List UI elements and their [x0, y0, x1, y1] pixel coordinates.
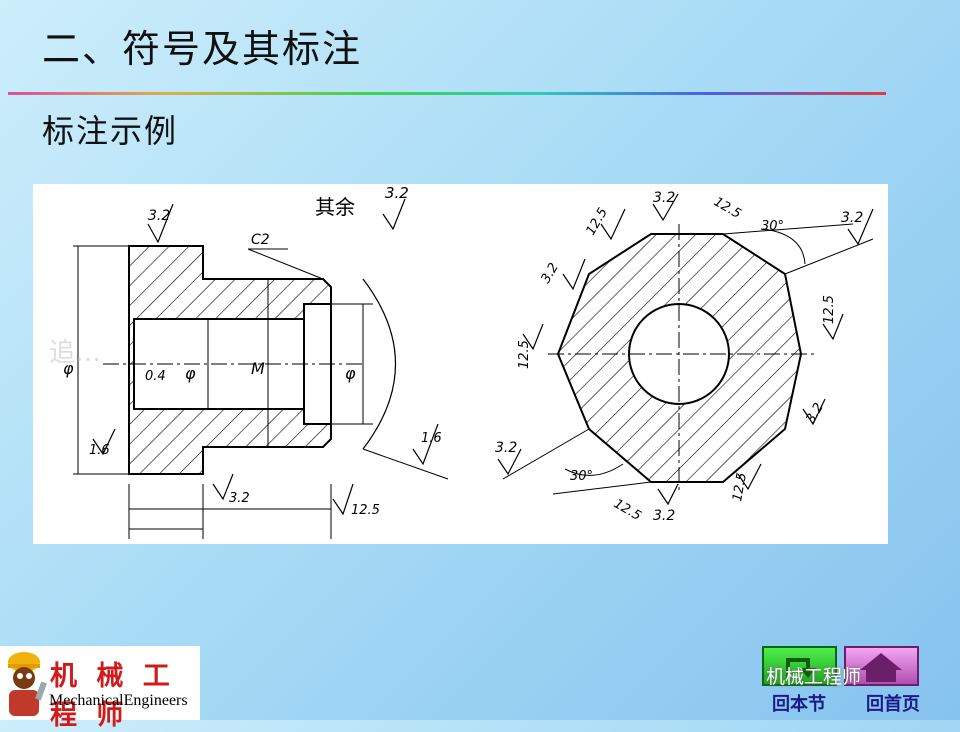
roughness-label: 1.6: [89, 443, 110, 458]
angle-label: 30°: [761, 219, 784, 234]
right-roughness-label: 3.2: [653, 508, 675, 524]
right-roughness-label: 3.2: [841, 210, 863, 226]
roughness-label: 3.2: [148, 208, 170, 224]
roughness-label: 0.4: [145, 369, 166, 384]
general-roughness-value: 3.2: [385, 184, 409, 202]
right-roughness-label: 3.2: [495, 440, 517, 456]
back-section-label[interactable]: 回本节: [772, 694, 826, 715]
right-roughness-label: 3.2: [803, 401, 826, 426]
roughness-label: 1.6: [421, 431, 442, 446]
title-divider: [8, 92, 886, 95]
drawing-canvas: 其余 3.2 C2 φ φ M φ 3.2 0.4 1.6 3.2 12.5 1…: [63, 184, 874, 539]
general-note-label: 其余: [315, 195, 355, 219]
faint-watermark: 追…: [49, 338, 102, 368]
back-home-button[interactable]: [844, 646, 919, 686]
right-roughness-label: 3.2: [538, 261, 561, 286]
slide-subtitle: 标注示例: [42, 112, 179, 150]
u-turn-arrow-icon: [786, 658, 816, 678]
wechat-watermark: 机械工程师: [766, 666, 862, 688]
home-icon: [860, 653, 902, 682]
right-end-view: [497, 193, 874, 506]
brand-logo: 机 械 工 程 师 MechanicalEngineers: [0, 646, 200, 731]
engineer-mascot-icon: [8, 652, 47, 716]
diameter-label-outer: φ: [63, 359, 74, 378]
engineering-drawing: 其余 3.2 C2 φ φ M φ 3.2 0.4 1.6 3.2 12.5 1…: [33, 184, 888, 544]
roughness-label: 3.2: [229, 491, 250, 506]
left-section-view: [73, 198, 449, 539]
chamfer-label: C2: [251, 232, 270, 248]
diameter-label-bore: φ: [185, 364, 196, 383]
logo-english-text: MechanicalEngineers: [49, 692, 188, 709]
diameter-label-counterbore: φ: [345, 364, 356, 383]
right-roughness-label: 12.5: [517, 340, 532, 369]
right-roughness-label: 12.5: [611, 496, 644, 523]
back-section-button[interactable]: [762, 646, 837, 686]
right-roughness-label: 12.5: [730, 472, 750, 503]
right-roughness-label: 12.5: [711, 194, 744, 221]
slide-title: 二、符号及其标注: [42, 27, 363, 71]
angle-label: 30°: [570, 469, 593, 484]
right-roughness-label: 12.5: [822, 295, 837, 324]
roughness-label: 12.5: [351, 503, 380, 518]
back-home-label[interactable]: 回首页: [866, 694, 920, 715]
right-roughness-label: 3.2: [653, 190, 675, 206]
thread-label: M: [251, 359, 265, 378]
